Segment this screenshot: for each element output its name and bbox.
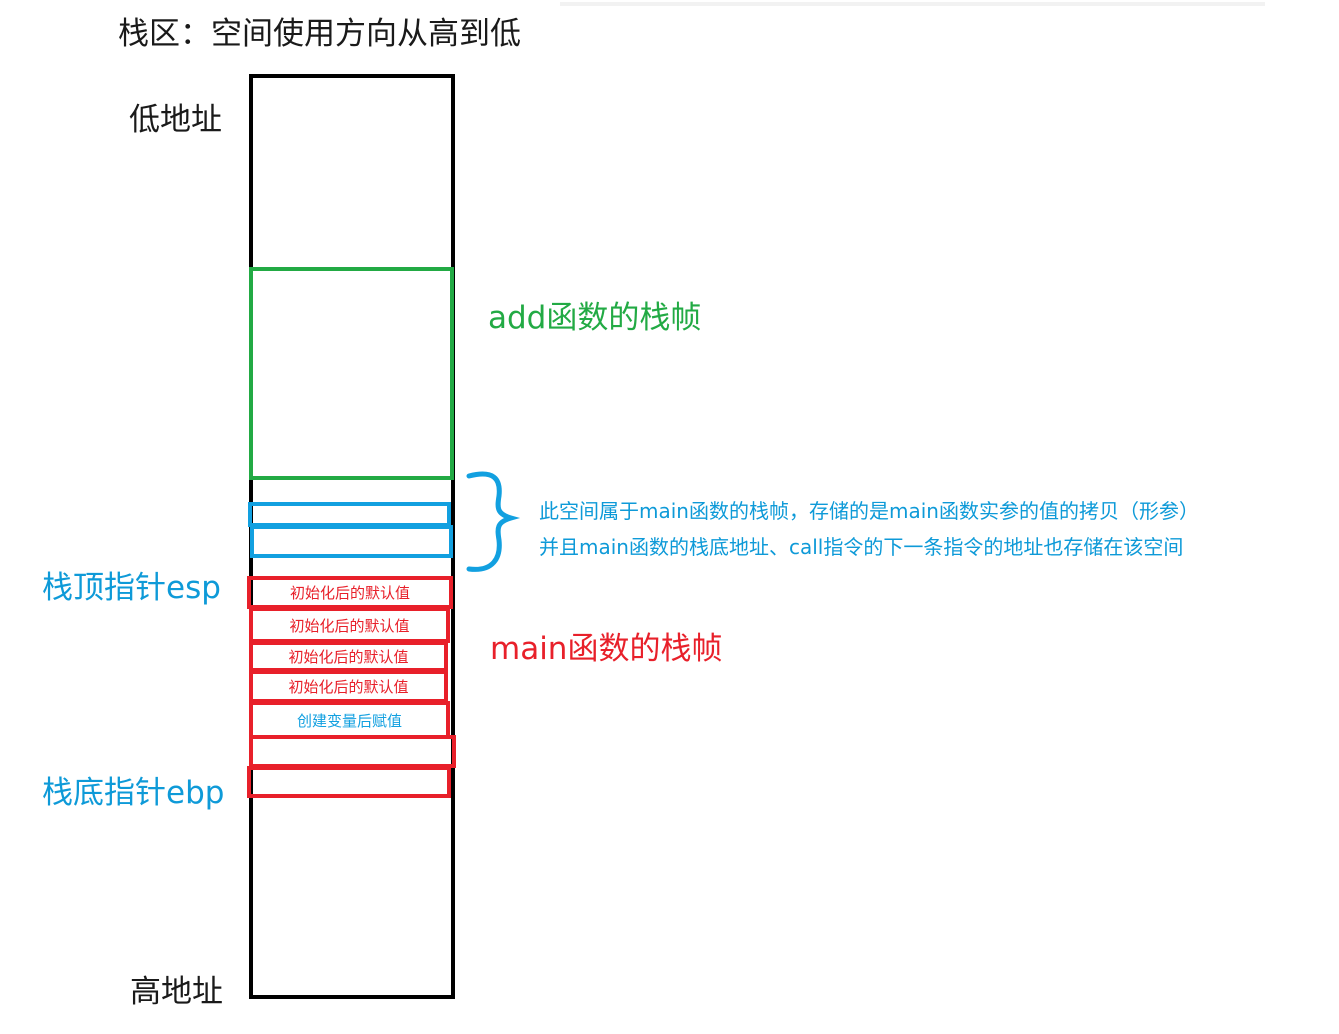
curly-brace-icon bbox=[466, 471, 521, 572]
main-frame-cell: 初始化后的默认值 bbox=[249, 670, 448, 703]
add-frame-label: add函数的栈帧 bbox=[488, 300, 702, 336]
main-frame-cell: 创建变量后赋值 bbox=[249, 701, 450, 739]
args-note-line-2: 并且main函数的栈底地址、call指令的下一条指令的地址也存储在该空间 bbox=[539, 535, 1184, 559]
add-frame-region bbox=[249, 267, 454, 480]
main-frame-cell: 初始化后的默认值 bbox=[249, 641, 448, 672]
args-region-upper bbox=[248, 502, 451, 527]
main-frame-label: main函数的栈帧 bbox=[490, 631, 723, 667]
args-region-lower bbox=[250, 525, 453, 558]
main-frame-cell: 初始化后的默认值 bbox=[249, 607, 450, 643]
args-note-line-1: 此空间属于main函数的栈帧，存储的是main函数实参的值的拷贝（形参） bbox=[539, 499, 1199, 523]
diagram-title: 栈区：空间使用方向从高到低 bbox=[118, 16, 521, 52]
high-address-label: 高地址 bbox=[130, 974, 223, 1010]
top-divider bbox=[560, 2, 1265, 6]
esp-pointer-label: 栈顶指针esp bbox=[42, 570, 221, 606]
ebp-pointer-label: 栈底指针ebp bbox=[42, 775, 225, 811]
main-frame-cell bbox=[247, 766, 451, 798]
low-address-label: 低地址 bbox=[129, 102, 222, 138]
main-frame-cell: 初始化后的默认值 bbox=[247, 576, 453, 609]
main-frame-cell bbox=[249, 735, 456, 768]
